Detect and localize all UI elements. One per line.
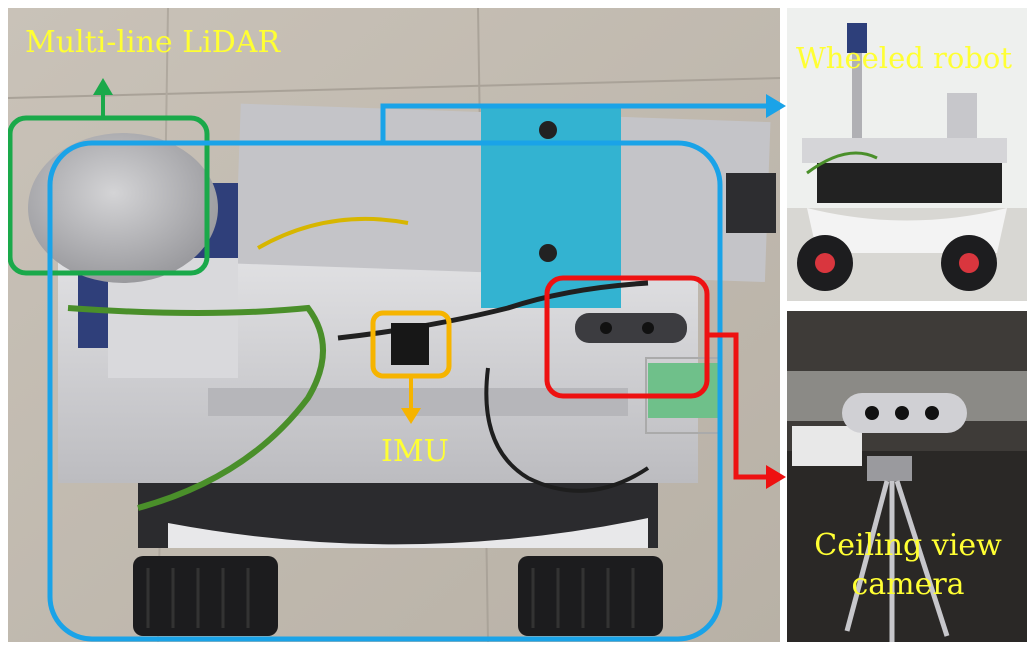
camera-label-line1: Ceiling view (814, 528, 1002, 563)
main-photo-illustration (8, 8, 780, 642)
lidar-box (8, 115, 210, 276)
robot-photo-illustration (787, 8, 1027, 301)
lidar-label: Multi-line LiDAR (25, 25, 281, 60)
camera-label-line2: camera (851, 567, 965, 602)
imu-label: IMU (381, 434, 449, 469)
camera-box (544, 275, 710, 399)
camera-photo (787, 311, 1027, 642)
main-photo (8, 8, 780, 642)
robot-photo (787, 8, 1027, 301)
camera-photo-illustration (787, 311, 1027, 642)
robot-label: Wheeled robot (796, 41, 1013, 75)
